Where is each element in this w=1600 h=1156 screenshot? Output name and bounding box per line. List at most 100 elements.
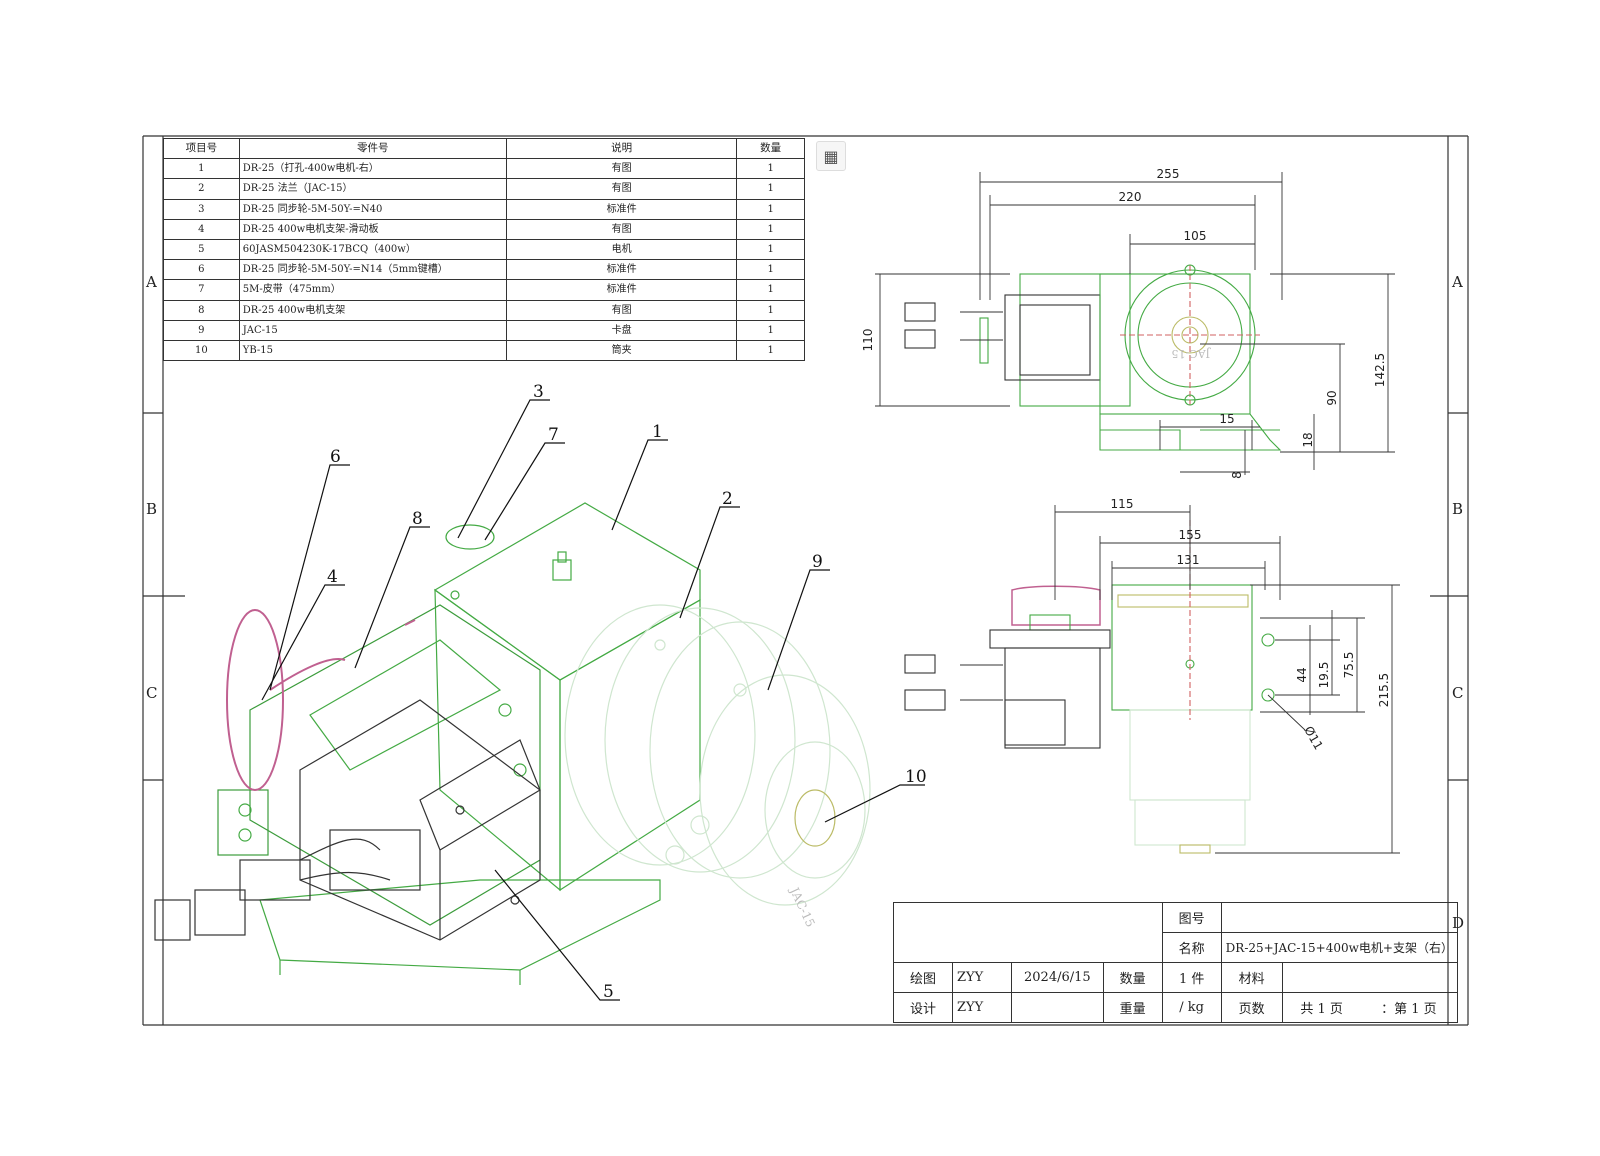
callout-5: 5	[603, 982, 614, 1002]
front-pulley	[1011, 585, 1101, 626]
bom-cell: 2	[163, 178, 240, 200]
bom-header-desc: 说明	[505, 137, 738, 160]
front-view-dimensions	[1054, 505, 1400, 854]
dim-131: 131	[1177, 553, 1200, 567]
bom-cell: 有图	[505, 178, 738, 200]
callout-3: 3	[533, 382, 544, 402]
isometric-view: JAC-15	[154, 502, 871, 985]
top-view: JAC-15	[904, 264, 1282, 451]
chuck-assembly	[564, 604, 871, 906]
front-view	[904, 520, 1275, 854]
bom-cell: 1	[736, 198, 805, 220]
bom-cell: 1	[736, 218, 805, 240]
bom-header-row: 项目号 零件号 说明 数量	[163, 137, 805, 160]
dim-dia-11: Ø11	[1301, 724, 1325, 752]
bom-header-item: 项目号	[163, 137, 240, 160]
title-block-blank-2	[893, 932, 1163, 963]
qty-label: 数量	[1102, 962, 1163, 993]
weight-label: 重量	[1102, 992, 1163, 1023]
bom-cell: DR-25 法兰（JAC-15）	[238, 178, 507, 200]
bom-cell: 卡盘	[505, 319, 738, 341]
material-value	[1281, 962, 1459, 993]
bom-cell: 有图	[505, 299, 738, 321]
top-view-dimensions	[875, 172, 1395, 475]
drawing-no-label: 图号	[1161, 902, 1222, 933]
zone-left-b: B	[146, 500, 158, 518]
qty-value: 1 件	[1161, 962, 1222, 993]
bom-cell: 3	[163, 198, 240, 220]
page-current: ：第 1 页	[1360, 992, 1458, 1023]
bom-cell: DR-25（打孔-400w电机-右）	[238, 158, 507, 180]
bom-cell: 1	[736, 279, 805, 301]
motor-bracket	[249, 604, 541, 926]
name-label: 名称	[1161, 932, 1222, 963]
callout-leaders	[261, 399, 925, 1001]
bom-cell: 标准件	[505, 198, 738, 220]
callout-8: 8	[412, 509, 423, 529]
title-block-blank	[893, 902, 1163, 933]
bom-cell: 1	[163, 158, 240, 180]
designer: ZYY	[951, 992, 1013, 1023]
design-date-blank	[1011, 992, 1104, 1023]
bom-cell: DR-25 同步轮-5M-50Y-=N40	[238, 198, 507, 220]
bom-cell: 6	[163, 259, 240, 281]
bom-cell: 1	[736, 319, 805, 341]
bom-cell: 7	[163, 279, 240, 301]
bom-cell: 1	[736, 238, 805, 261]
bom-cell: 筒夹	[505, 339, 738, 362]
dim-44: 44	[1295, 667, 1309, 682]
dim-110: 110	[861, 329, 875, 352]
bom-cell: 1	[736, 158, 805, 180]
pages-total: 共 1 页	[1282, 992, 1361, 1023]
drawn-by: ZYY	[951, 962, 1013, 993]
dim-105: 105	[1184, 229, 1207, 243]
dim-215-5: 215.5	[1377, 673, 1391, 707]
bom-cell: 4	[163, 218, 240, 240]
bom-cell: 电机	[505, 238, 738, 261]
drawn-date: 2024/6/15	[1011, 962, 1104, 993]
bom-cell: DR-25 400w电机支架-滑动板	[238, 218, 507, 240]
bom-cell: 1	[736, 259, 805, 281]
bom-cell: 有图	[505, 158, 738, 180]
zone-left-c: C	[146, 684, 158, 702]
calculator-icon[interactable]: ▦	[816, 141, 846, 171]
callout-2: 2	[722, 489, 733, 509]
drawing-name: DR-25+JAC-15+400w电机+支架（右）	[1220, 932, 1459, 963]
design-label: 设计	[893, 992, 953, 1023]
callout-1: 1	[652, 422, 663, 442]
bom-cell: 5M-皮带（475mm）	[238, 279, 507, 301]
drawing-no-value	[1220, 902, 1459, 933]
dim-142-5: 142.5	[1373, 353, 1387, 387]
zone-right-c: C	[1452, 684, 1464, 702]
top-chuck-label: JAC-15	[1172, 347, 1211, 360]
bom-cell: 标准件	[505, 259, 738, 281]
pages-label: 页数	[1220, 992, 1283, 1023]
bom-cell: 标准件	[505, 279, 738, 301]
zone-left-a: A	[146, 273, 157, 291]
zone-right-a: A	[1452, 273, 1463, 291]
bom-cell: 有图	[505, 218, 738, 240]
base-plate	[259, 879, 661, 971]
callout-numbers: 1 2 3 4 5 6 7 8 9 10	[327, 382, 927, 1002]
bom-cell: 5	[163, 238, 240, 261]
callout-4: 4	[327, 567, 338, 587]
weight-value: / kg	[1161, 992, 1222, 1023]
zone-right-b: B	[1452, 500, 1464, 518]
front-view-dim-text: 115 155 131 215.5 75.5 19.5 44 Ø11	[1111, 497, 1391, 752]
dim-8: 8	[1230, 471, 1244, 479]
dim-155: 155	[1179, 528, 1202, 542]
bom-cell: YB-15	[238, 339, 507, 362]
bom-cell: 9	[163, 319, 240, 341]
pulley-6	[226, 609, 284, 791]
dim-255: 255	[1157, 167, 1180, 181]
callout-9: 9	[812, 552, 823, 572]
dim-19-5: 19.5	[1317, 662, 1331, 689]
bom-cell: 8	[163, 299, 240, 321]
